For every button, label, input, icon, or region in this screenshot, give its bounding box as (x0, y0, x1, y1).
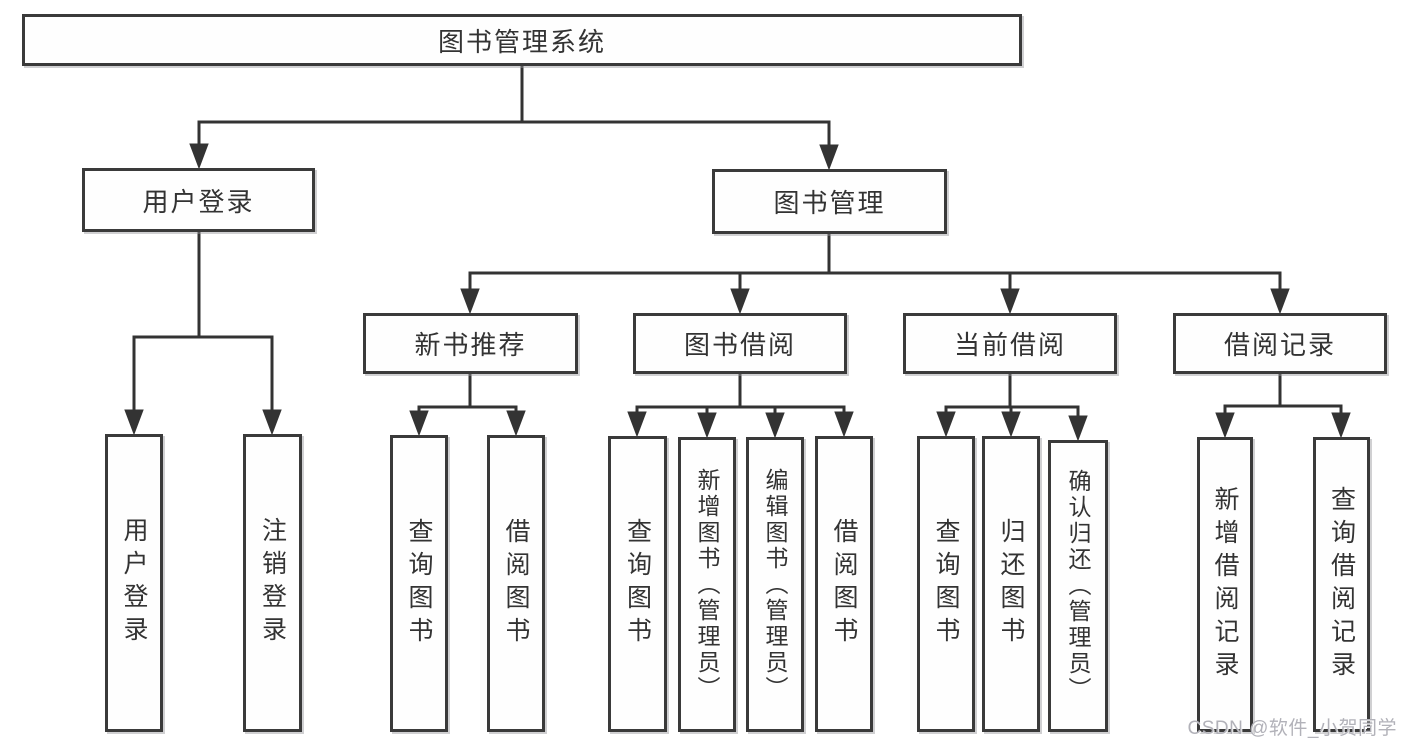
connector-current-borrowing-children (936, 372, 1088, 442)
arrowhead-down-icon (730, 288, 750, 315)
arrowhead-down-icon (819, 144, 839, 171)
arrowhead-down-icon (1215, 412, 1235, 439)
node-borrow-records: 借阅记录 (1173, 313, 1387, 374)
arrowhead-down-icon (1331, 412, 1351, 439)
arrowhead-down-icon (765, 412, 785, 439)
leaf-user-login: 用户登录 (105, 434, 163, 732)
arrowhead-down-icon (697, 412, 717, 439)
leaf-edit-book-admin: 编辑图书（管理员） (746, 437, 804, 732)
csdn-watermark: CSDN @软件_小贺同学 (1187, 718, 1397, 739)
arrowhead-down-icon (1068, 415, 1088, 442)
arrowhead-down-icon (1001, 411, 1021, 438)
arrowhead-down-icon (409, 410, 429, 437)
connector-book-management-to-level3 (460, 232, 1290, 315)
connector-root-to-level2 (189, 64, 839, 171)
node-user-login: 用户登录 (82, 168, 315, 232)
arrowhead-down-icon (262, 409, 282, 436)
arrowhead-down-icon (834, 411, 854, 438)
arrowhead-down-icon (1270, 288, 1290, 315)
connector-user-login-children (124, 230, 282, 436)
connector-new-book-recommend-children (409, 372, 526, 437)
connector-book-borrowing-children (627, 372, 854, 439)
node-current-borrowing: 当前借阅 (903, 313, 1117, 374)
leaf-add-borrow-record: 新增借阅记录 (1197, 437, 1253, 732)
leaf-add-book-admin: 新增图书（管理员） (678, 437, 736, 732)
leaf-query-borrow-record: 查询借阅记录 (1313, 437, 1370, 732)
node-book-borrowing: 图书借阅 (633, 313, 847, 374)
arrowhead-down-icon (936, 411, 956, 438)
node-new-book-recommend: 新书推荐 (363, 313, 578, 374)
leaf-query-books-borrowing: 查询图书 (608, 436, 667, 732)
arrowhead-down-icon (124, 409, 144, 436)
leaf-confirm-return-admin: 确认归还（管理员） (1048, 440, 1108, 732)
leaf-query-books-recommend: 查询图书 (390, 435, 448, 732)
leaf-logout: 注销登录 (243, 434, 302, 732)
arrowhead-down-icon (189, 143, 209, 170)
leaf-return-books: 归还图书 (982, 436, 1040, 732)
node-library-management-system: 图书管理系统 (22, 14, 1022, 66)
arrowhead-down-icon (1000, 288, 1020, 315)
leaf-query-books-current: 查询图书 (917, 436, 975, 732)
leaf-borrow-books: 借阅图书 (815, 436, 873, 732)
arrowhead-down-icon (460, 288, 480, 315)
arrowhead-down-icon (627, 411, 647, 438)
leaf-borrow-books-recommend: 借阅图书 (487, 435, 545, 732)
connector-borrow-records-children (1215, 372, 1351, 439)
node-book-management: 图书管理 (712, 169, 947, 234)
arrowhead-down-icon (506, 410, 526, 437)
